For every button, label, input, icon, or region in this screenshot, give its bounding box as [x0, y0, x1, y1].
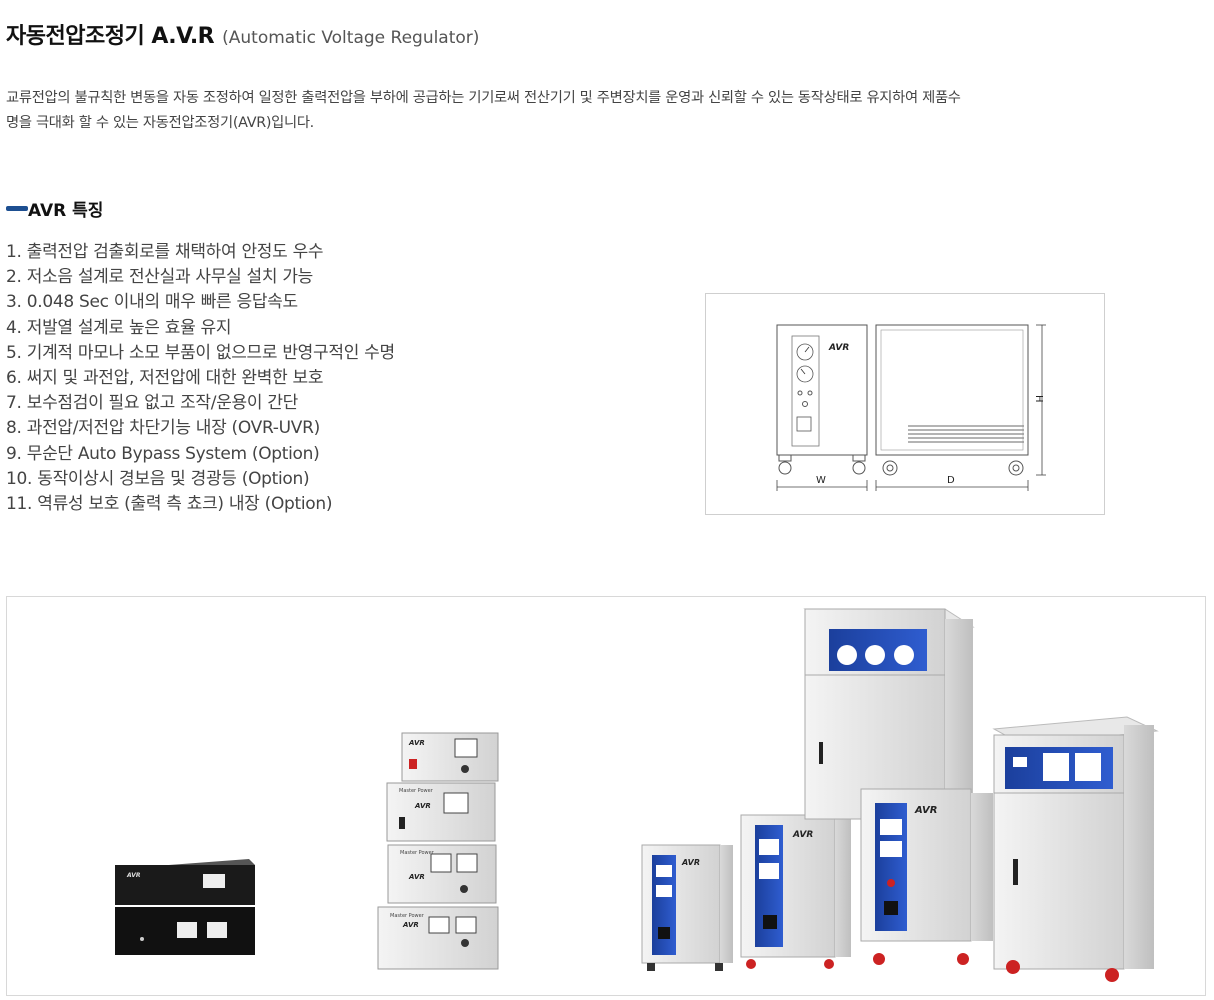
svg-text:Master Power: Master Power: [390, 913, 425, 919]
intro-line: 교류전압의 불규칙한 변동을 자동 조정하여 일정한 출력전압을 부하에 공급하…: [6, 90, 961, 106]
small-floor-avr: AVR: [641, 844, 733, 971]
svg-text:AVR: AVR: [402, 921, 419, 929]
tall-floor-avr: [803, 608, 975, 820]
dimension-diagram: AVR W D H: [705, 293, 1105, 515]
feature-item: 2. 저소음 설계로 전산실과 사무실 설치 가능: [6, 267, 314, 288]
feature-item: 6. 써지 및 과전압, 저전압에 대한 완벽한 보호: [6, 368, 324, 389]
feature-item: 8. 과전압/저전압 차단기능 내장 (OVR-UVR): [6, 418, 320, 439]
dimension-drawing: AVR W D H: [776, 324, 1046, 491]
intro-paragraph: 교류전압의 불규칙한 변동을 자동 조정하여 일정한 출력전압을 부하에 공급하…: [6, 86, 1206, 136]
product-photo: AVR AVR Master Power AVR Master Power AV…: [6, 596, 1206, 996]
heading-bar-icon: [6, 206, 28, 211]
svg-text:Master Power: Master Power: [400, 850, 435, 856]
feature-item: 4. 저발열 설계로 높은 효율 유지: [6, 317, 232, 338]
feature-item: 11. 역류성 보호 (출력 측 쵸크) 내장 (Option): [6, 494, 333, 515]
features-list: 1. 출력전압 검출회로를 채택하여 안정도 우수 2. 저소음 설계로 전산실…: [6, 240, 395, 517]
product-lineup-image: AVR AVR Master Power AVR Master Power AV…: [115, 608, 1159, 982]
feature-item: 7. 보수점검이 필요 없고 조작/운용이 간단: [6, 393, 299, 414]
wide-floor-avr: AVR: [860, 788, 993, 965]
feature-item: 9. 무순단 Auto Bypass System (Option): [6, 443, 320, 464]
rack-avr-unit: AVR: [115, 859, 255, 955]
svg-text:Master Power: Master Power: [399, 788, 434, 794]
svg-text:AVR: AVR: [792, 830, 813, 840]
svg-text:AVR: AVR: [414, 802, 431, 810]
svg-text:AVR: AVR: [408, 873, 425, 881]
large-floor-avr: [992, 716, 1159, 982]
diagram-logo: AVR: [828, 343, 849, 353]
medium-floor-avr: AVR: [740, 814, 851, 969]
page-title: 자동전압조정기 A.V.R (Automatic Voltage Regulato…: [6, 18, 479, 50]
feature-item: 3. 0.048 Sec 이내의 매우 빠른 응답속도: [6, 292, 298, 313]
feature-item: 5. 기계적 마모나 소모 부품이 없으므로 반영구적인 수명: [6, 342, 395, 363]
features-heading: AVR 특징: [6, 196, 103, 221]
svg-text:AVR: AVR: [914, 805, 938, 816]
svg-text:AVR: AVR: [681, 858, 700, 867]
svg-text:AVR: AVR: [408, 739, 425, 747]
features-heading-text: AVR 특징: [28, 201, 104, 221]
svg-text:AVR: AVR: [126, 872, 141, 879]
title-subtitle: (Automatic Voltage Regulator): [222, 28, 480, 48]
diagram-width-label: W: [816, 475, 826, 486]
feature-item: 10. 동작이상시 경보음 및 경광등 (Option): [6, 468, 310, 489]
feature-item: 1. 출력전압 검출회로를 채택하여 안정도 우수: [6, 242, 324, 262]
title-main: 자동전압조정기 A.V.R: [6, 24, 215, 49]
stacked-avr-units: AVR Master Power AVR Master Power AVR Ma…: [377, 732, 499, 970]
diagram-height-label: H: [1033, 395, 1044, 403]
diagram-depth-label: D: [947, 475, 955, 486]
intro-line: 명을 극대화 할 수 있는 자동전압조정기(AVR)입니다.: [6, 115, 314, 131]
